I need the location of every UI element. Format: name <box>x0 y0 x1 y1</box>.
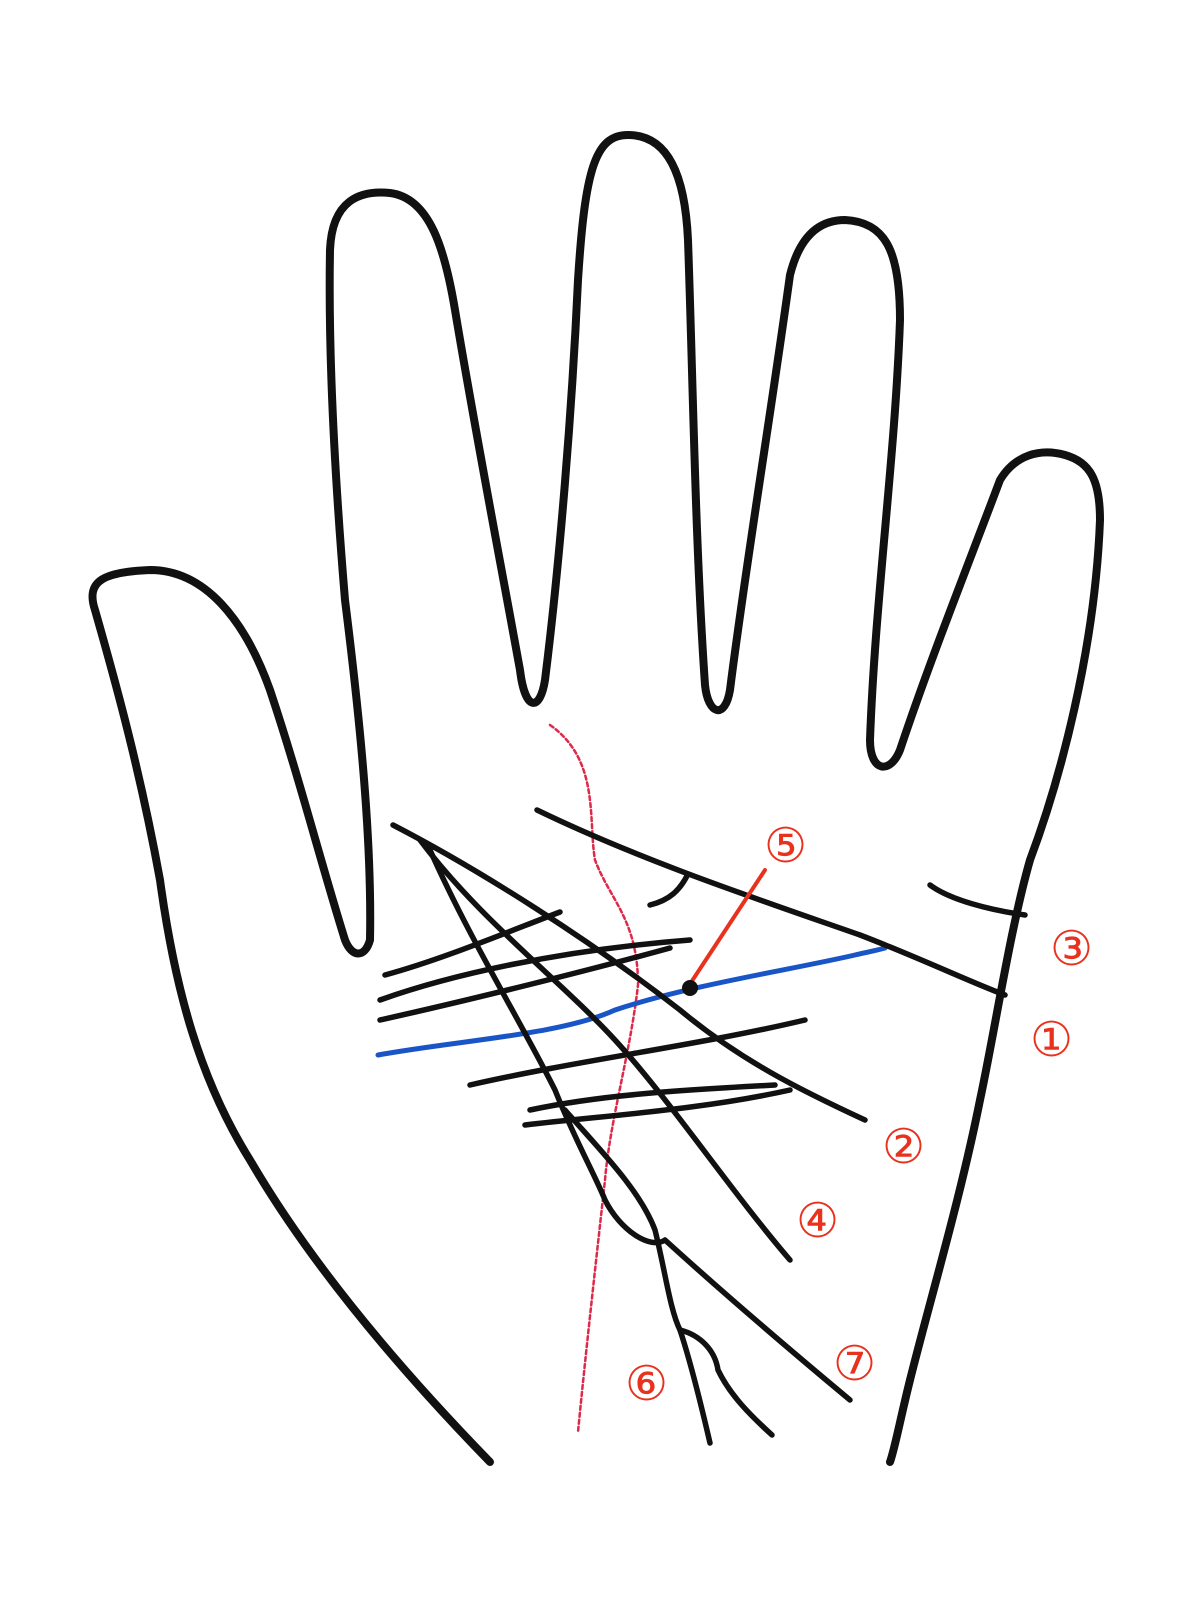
label-2: ② <box>882 1119 925 1175</box>
label-5: ⑤ <box>764 818 807 874</box>
line-3-path <box>930 885 1025 915</box>
label-6: ⑥ <box>625 1356 668 1412</box>
cross-line-1 <box>385 912 560 975</box>
red-guide-line <box>550 725 638 1432</box>
mark-5-dot <box>682 980 698 996</box>
label-4: ④ <box>796 1193 839 1249</box>
label-7: ⑦ <box>833 1336 876 1392</box>
line-1-branch <box>650 874 688 905</box>
label-1: ① <box>1030 1012 1073 1068</box>
label-3: ③ <box>1050 921 1093 977</box>
line-7-path <box>430 850 850 1400</box>
cross-line-2 <box>380 940 690 1000</box>
